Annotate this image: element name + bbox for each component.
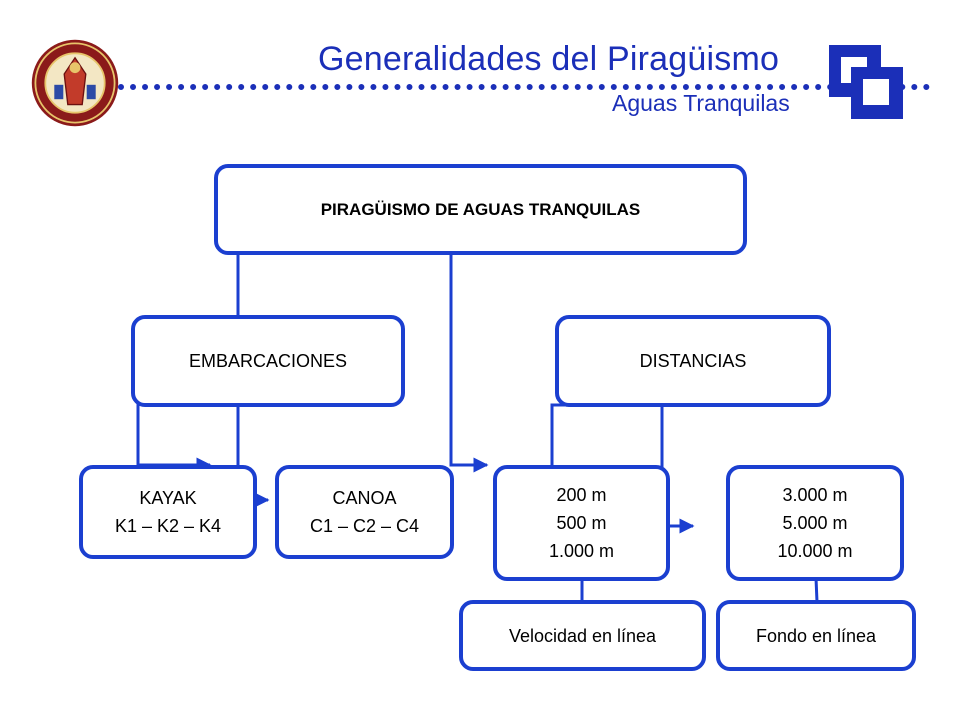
root-node: PIRAGÜISMO DE AGUAS TRANQUILAS	[214, 164, 747, 255]
header-dotted-rule	[118, 84, 930, 90]
page-title: Generalidades del Piragüismo	[318, 40, 780, 78]
connector-fondo-label	[814, 577, 819, 603]
velocidad-distances-node: 200 m 500 m 1.000 m	[493, 465, 670, 581]
overlapping-squares-logo-icon	[829, 45, 903, 119]
connector-root-velocidad-distances	[449, 252, 489, 473]
canoa-node: CANOA C1 – C2 – C4	[275, 465, 454, 559]
connector-embarcaciones-kayak	[136, 402, 212, 473]
fondo-distances-node: 3.000 m 5.000 m 10.000 m	[726, 465, 904, 581]
velocidad-label-node: Velocidad en línea	[459, 600, 706, 671]
kayak-node: KAYAK K1 – K2 – K4	[79, 465, 257, 559]
university-seal-icon	[31, 39, 119, 127]
embarcaciones-node: EMBARCACIONES	[131, 315, 405, 407]
page-subtitle: Aguas Tranquilas	[612, 90, 790, 116]
distancias-node: DISTANCIAS	[555, 315, 831, 407]
fondo-label-node: Fondo en línea	[716, 600, 916, 671]
